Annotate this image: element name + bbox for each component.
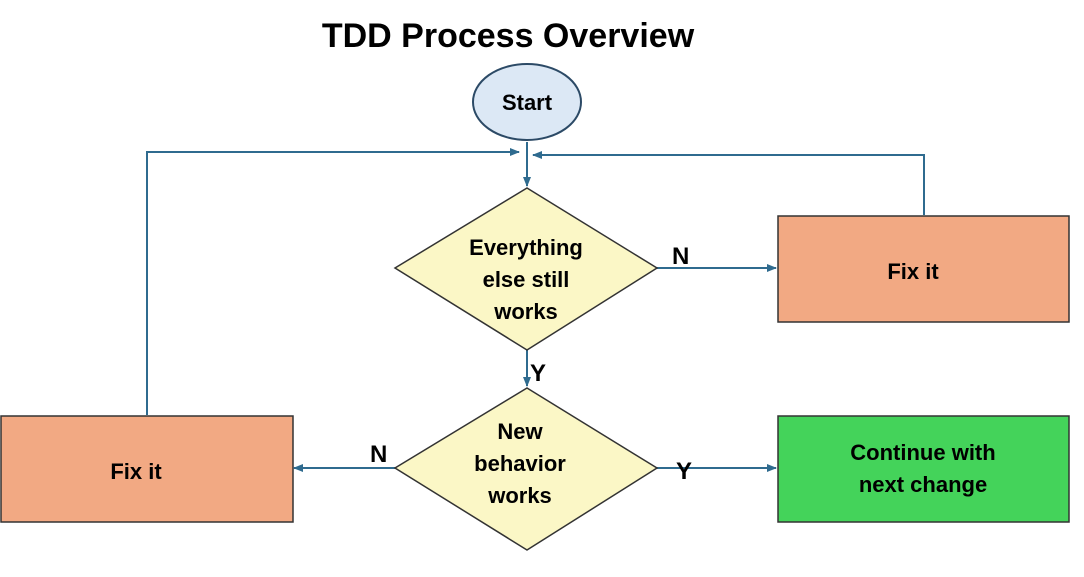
start-oval [472,63,582,141]
process-label-line-2: next change [859,472,987,497]
decision-label-line-1: New [497,419,543,444]
decision-everything-else-works: Everything else still works [393,187,659,351]
process-label: Fix it [887,259,939,284]
arrow-fix-left-loop-back [146,148,520,415]
fix-it-right-box: Fix it [777,215,1070,323]
branch-label-new-no: N [370,441,387,468]
decision-label-line-3: works [487,483,552,508]
process-box [777,215,1070,323]
decision-label-line-2: else still [483,267,570,292]
start-node: Start [472,63,582,141]
decision-diamond [393,187,659,351]
branch-label-everything-yes: Y [530,360,546,387]
process-box [777,415,1070,523]
fix-it-left-box: Fix it [0,415,294,523]
decision-label-line-1: Everything [469,235,583,260]
decision-diamond [393,387,659,551]
branch-label-new-yes: Y [676,458,692,485]
start-label: Start [502,90,553,115]
branch-label-everything-no: N [672,243,689,270]
diagram-title: TDD Process Overview [322,17,695,55]
decision-label-line-2: behavior [474,451,566,476]
decision-label-line-3: works [493,299,558,324]
process-label-line-1: Continue with [850,440,995,465]
process-box [0,415,294,523]
arrow-fix-right-loop-back [532,151,925,215]
decision-new-behavior-works: New behavior works [393,387,659,551]
continue-box: Continue with next change [777,415,1070,523]
process-label: Fix it [110,459,162,484]
